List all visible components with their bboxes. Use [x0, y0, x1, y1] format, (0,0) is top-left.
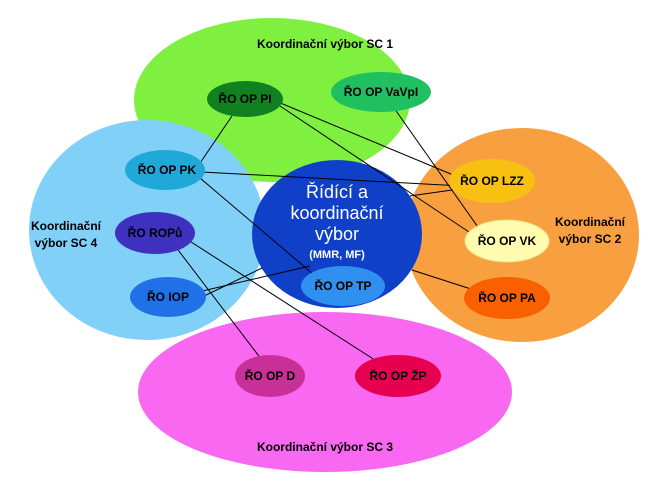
- committee-sc1-label: Koordinační výbor SC 1: [257, 37, 393, 51]
- node-vk-label: ŘO OP VK: [478, 233, 537, 248]
- committee-sc2-label-line1: Koordinační: [555, 215, 626, 229]
- link-pk-tp: [199, 177, 321, 281]
- node-vk-ellipse: [464, 219, 550, 263]
- connection-lines: [171, 101, 481, 369]
- node-tp-label: ŘO OP TP: [314, 278, 371, 293]
- node-iop-label: ŘO IOP: [147, 289, 189, 304]
- link-pi-pk: [197, 115, 233, 167]
- link-ropu-d: [171, 241, 269, 369]
- center-subtitle: (MMR, MF): [309, 249, 365, 261]
- link-iop-tp: [197, 265, 311, 293]
- node-vavpi-label: ŘO OP VaVpI: [344, 84, 418, 99]
- node-tp-ellipse: [301, 266, 385, 306]
- node-ropu-ellipse: [115, 212, 195, 254]
- center-title-line3: výbor: [315, 224, 359, 244]
- node-pk-label: ŘO OP PK: [138, 162, 197, 177]
- node-iop-ellipse: [130, 277, 206, 317]
- link-pi-lzz: [277, 101, 471, 183]
- node-zp-ellipse: [355, 355, 441, 397]
- link-vavpi-vk: [393, 107, 481, 231]
- link-ropu-zp: [187, 239, 379, 363]
- link-iop-center: [199, 267, 263, 299]
- link-pk-lzz: [201, 171, 463, 187]
- central-committee-ellipse: [252, 160, 422, 308]
- node-d-label: ŘO OP D: [245, 368, 296, 383]
- node-lzz-ellipse: [449, 159, 535, 203]
- center-title-line1: Řídící a: [306, 182, 369, 202]
- committee-sc4-label-line2: výbor SC 4: [35, 236, 98, 250]
- link-tp-pa: [411, 269, 475, 291]
- committee-sc2-label-line2: výbor SC 2: [559, 232, 622, 246]
- committee-sc3-label: Koordinační výbor SC 3: [257, 440, 393, 454]
- node-pi-label: ŘO OP PI: [218, 91, 271, 106]
- node-pa-label: ŘO OP PA: [478, 290, 536, 305]
- node-lzz-label: ŘO OP LZZ: [460, 173, 524, 188]
- node-vavpi-ellipse: [331, 72, 431, 112]
- node-pa-ellipse: [464, 277, 550, 319]
- center-title-line2: koordinační: [290, 203, 383, 223]
- node-ropu-label: ŘO ROPů: [128, 225, 183, 240]
- node-zp-label: ŘO OP ŽP: [369, 368, 426, 383]
- node-d-ellipse: [235, 355, 305, 397]
- link-pi-vk: [279, 105, 479, 239]
- committee-sc4-label-line1: Koordinační: [31, 219, 102, 233]
- node-pk-ellipse: [125, 150, 205, 190]
- node-pi-ellipse: [207, 81, 283, 117]
- committee-sc3-ellipse: [138, 312, 512, 472]
